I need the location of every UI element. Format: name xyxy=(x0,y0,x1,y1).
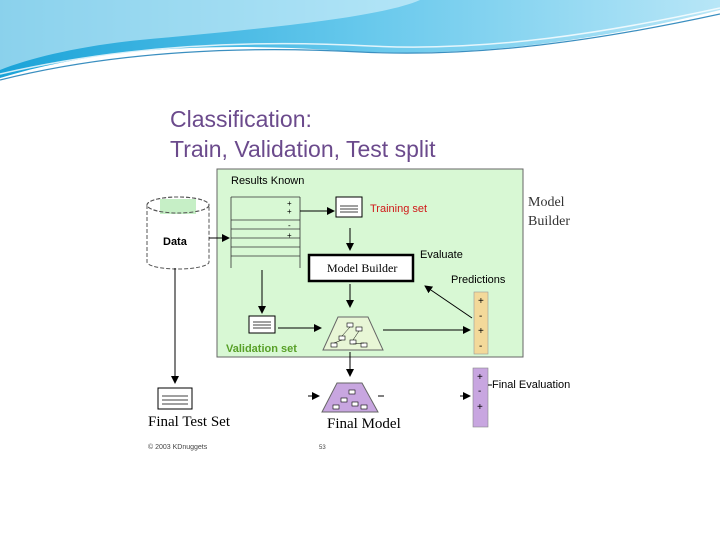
final-plus-2: + xyxy=(477,402,483,413)
table-plus-2: + xyxy=(287,207,292,216)
results-known-label: Results Known xyxy=(231,175,304,187)
page-number: 53 xyxy=(319,445,326,451)
pred-plus-1: + xyxy=(478,296,484,307)
training-set-doc-icon xyxy=(336,197,362,217)
copyright-label: © 2003 KDnuggets xyxy=(148,443,208,451)
table-minus-1: - xyxy=(288,221,291,230)
final-model-label: Final Model xyxy=(327,416,401,432)
data-label: Data xyxy=(163,236,188,248)
model-builder-side-label: Model Builder xyxy=(528,195,570,229)
pred-minus-2: - xyxy=(479,341,482,352)
validation-set-doc-icon xyxy=(249,316,275,333)
final-test-set-label: Final Test Set xyxy=(148,414,231,430)
pred-minus-1: - xyxy=(479,311,482,322)
pred-plus-2: + xyxy=(478,326,484,337)
training-set-label: Training set xyxy=(370,203,427,215)
final-model-tree-icon xyxy=(322,383,378,412)
final-evaluation-label: Final Evaluation xyxy=(492,379,570,391)
final-plus-1: + xyxy=(477,372,483,383)
validation-set-label: Validation set xyxy=(226,343,297,355)
data-cylinder-icon xyxy=(147,197,209,269)
final-test-set-doc-icon xyxy=(158,388,192,409)
model-builder-box-label: Model Builder xyxy=(327,261,397,275)
table-plus-3: + xyxy=(287,231,292,240)
evaluate-label: Evaluate xyxy=(420,249,463,261)
final-minus-1: - xyxy=(478,386,481,397)
predictions-label: Predictions xyxy=(451,274,506,286)
